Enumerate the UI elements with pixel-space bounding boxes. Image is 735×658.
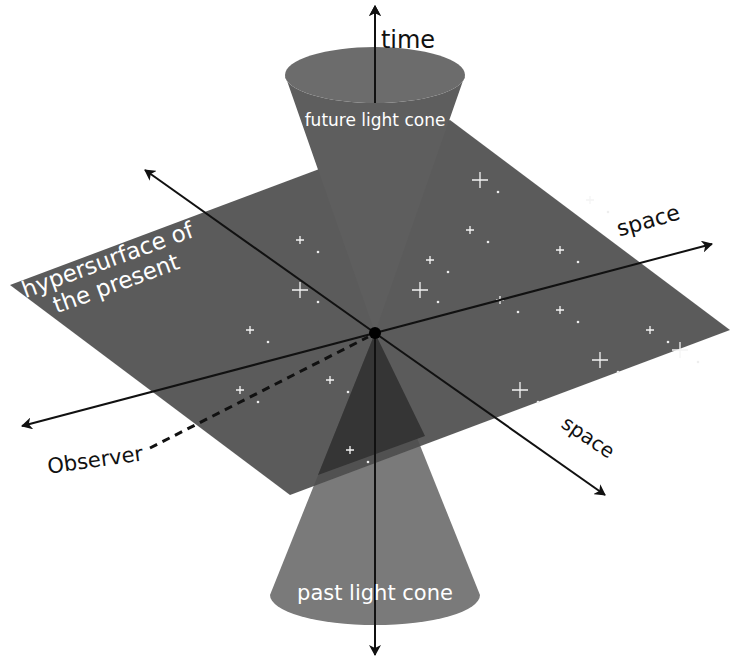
time-axis <box>374 6 376 103</box>
node-text: past light cone <box>275 582 475 605</box>
cone-label-area: past light cone <box>275 582 475 605</box>
star <box>466 226 474 234</box>
star <box>236 386 244 394</box>
star-dot <box>537 401 540 404</box>
star-dot <box>667 341 670 344</box>
star-dot <box>607 211 610 214</box>
star-dot <box>367 461 370 464</box>
star <box>426 256 434 264</box>
star <box>646 326 654 334</box>
star <box>672 342 688 358</box>
star-dot <box>347 391 350 394</box>
cone-label-area: future light cone <box>300 111 450 130</box>
star <box>472 172 488 188</box>
star <box>326 376 334 384</box>
star-dot <box>487 241 490 244</box>
space-axis <box>375 244 712 333</box>
star-dot <box>257 401 260 404</box>
stars <box>236 172 699 463</box>
time-axis-label: time <box>381 26 435 54</box>
space-axis <box>22 333 375 426</box>
time-axis-down <box>374 650 376 655</box>
observer-label: Observer <box>46 441 145 478</box>
observer-dot <box>369 327 381 339</box>
node-text: future light cone <box>300 111 450 130</box>
star-dot <box>317 251 320 254</box>
observer-leader <box>150 337 368 448</box>
star <box>512 382 528 398</box>
star <box>296 236 304 244</box>
future-cone <box>285 75 465 333</box>
star-dot <box>697 361 700 364</box>
star <box>586 196 594 204</box>
past-cone-overlap <box>318 333 425 475</box>
star-dot <box>497 191 500 194</box>
star-dot <box>267 341 270 344</box>
star-dot <box>517 311 520 314</box>
star-dot <box>577 321 580 324</box>
space-axis-label: space <box>557 411 619 464</box>
star <box>592 352 608 368</box>
star-dot <box>447 271 450 274</box>
star <box>346 446 354 454</box>
star <box>556 246 564 254</box>
star-dot <box>577 261 580 264</box>
star-dot <box>617 371 620 374</box>
star-dot <box>437 301 440 304</box>
space-axis-label: space <box>614 199 683 241</box>
star <box>556 306 564 314</box>
star <box>412 282 428 298</box>
star <box>246 326 254 334</box>
star-dot <box>317 301 320 304</box>
